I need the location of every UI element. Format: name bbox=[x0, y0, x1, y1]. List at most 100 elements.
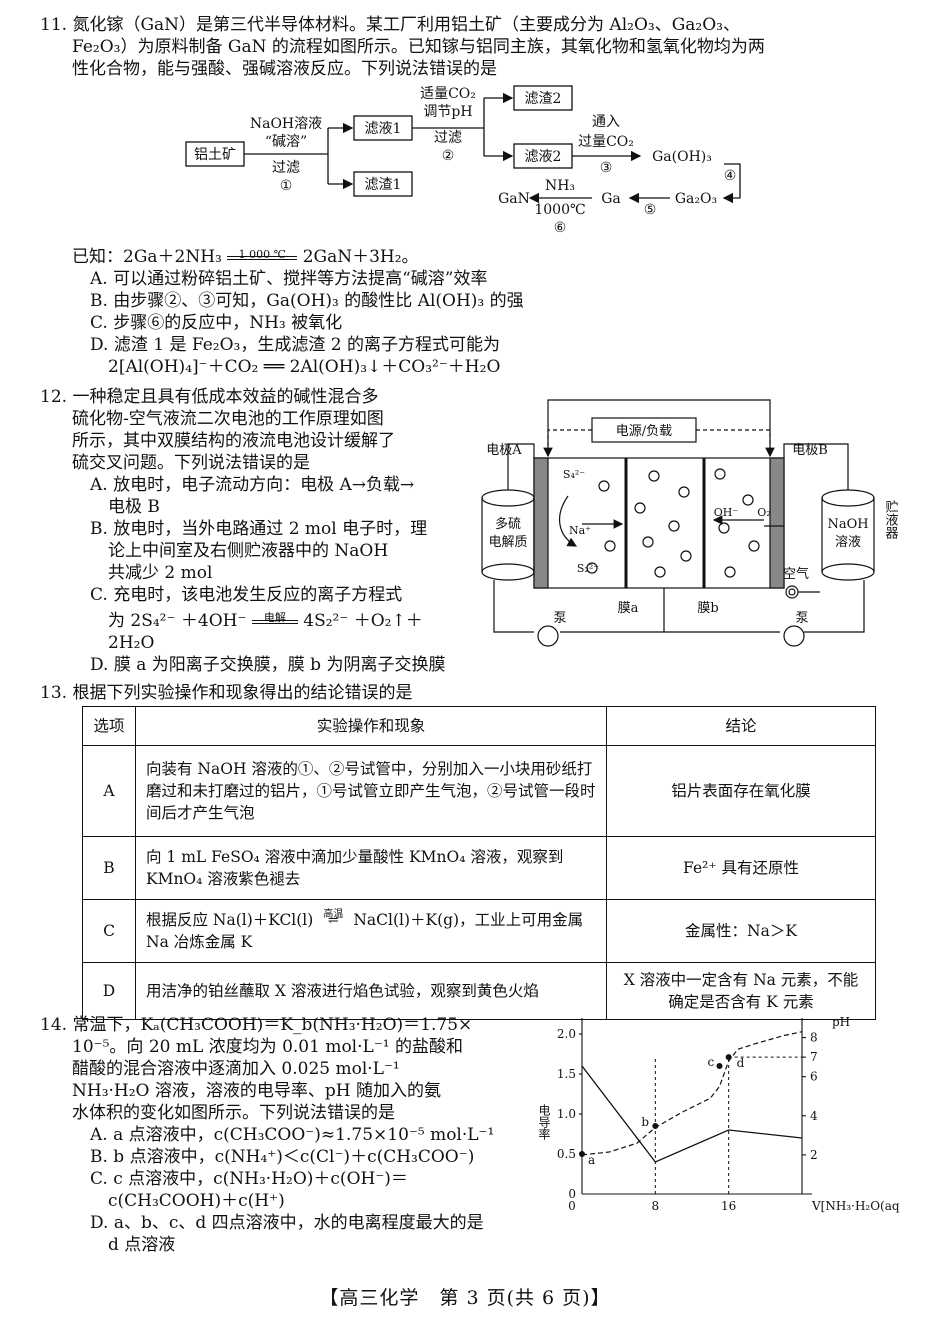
q12-option-d[interactable]: D. 膜 a 为阳离子交换膜，膜 b 为阴离子交换膜 bbox=[90, 655, 446, 675]
q12-stem-3: 所示，其中双膜结构的液流电池设计缓解了 bbox=[72, 431, 395, 451]
diag-oh: OH⁻ bbox=[714, 506, 739, 519]
q11-flow-diagram: 铝土矿 NaOH溶液 “碱溶” 过滤 ① 滤液1 滤渣1 适量CO₂ 调节pH … bbox=[185, 85, 741, 234]
y-right-tick-label: 4 bbox=[810, 1109, 818, 1123]
diag-mem-b: 膜b bbox=[697, 601, 718, 616]
diag-air: 空气 bbox=[783, 566, 809, 582]
q11-stem-3: 性化合物，能与强酸、强碱溶液反应。下列说法错误的是 bbox=[72, 59, 497, 79]
row-a-option: A bbox=[82, 745, 136, 837]
q12-option-c[interactable]: C. 充电时，该电池发生反应的离子方程式 bbox=[90, 585, 403, 605]
q14-stem-4: NH₃·H₂O 溶液，溶液的电导率、pH 随加入的氨 bbox=[72, 1081, 442, 1101]
row-d-operation: 用洁净的铂丝蘸取 X 溶液进行焰色试验，观察到黄色火焰 bbox=[135, 962, 607, 1020]
diag-right-tank-1: NaOH bbox=[827, 517, 868, 532]
q14-stem-5: 水体积的变化如图所示。下列说法错误的是 bbox=[72, 1103, 395, 1123]
q14-option-b[interactable]: B. b 点溶液中，c(NH₄⁺)＜c(Cl⁻)＋c(CH₃COO⁻) bbox=[90, 1147, 475, 1167]
row-d-conclusion: X 溶液中一定含有 Na 元素，不能确定是否含有 K 元素 bbox=[606, 962, 876, 1020]
y-left-tick-label: 1.0 bbox=[557, 1107, 576, 1121]
y-left-tick-label: 0 bbox=[568, 1187, 576, 1201]
diag-tank-label: 贮液器 bbox=[883, 500, 899, 540]
q11-option-c[interactable]: C. 步骤⑥的反应中，NH₃ 被氧化 bbox=[90, 313, 343, 333]
page-footer: 【高三化学 第 3 页(共 6 页)】 bbox=[319, 1287, 611, 1309]
flow-product3: Ga(OH)₃ bbox=[652, 149, 712, 165]
row-b-operation: 向 1 mL FeSO₄ 溶液中滴加少量酸性 KMnO₄ 溶液，观察到 KMnO… bbox=[135, 836, 607, 900]
q12-option-c-eq: 为 2S₄²⁻ ＋4OH⁻ 电解 4S₂²⁻ ＋O₂↑＋ bbox=[40, 610, 480, 632]
flow-filtrate2: 滤液2 bbox=[525, 149, 562, 165]
flow-mark4: ④ bbox=[724, 168, 737, 184]
y-left-tick-label: 0.5 bbox=[557, 1147, 576, 1161]
flow-product4: Ga₂O₃ bbox=[675, 191, 717, 207]
known-left: 已知：2Ga＋2NH₃ bbox=[72, 247, 222, 267]
y-left-tick-label: 2.0 bbox=[557, 1027, 576, 1041]
flow-step2: 过滤 bbox=[434, 130, 462, 146]
diag-mem-a: 膜a bbox=[618, 601, 639, 616]
x-axis-label: V[NH₃·H₂O(aq)]/mL bbox=[811, 1199, 900, 1213]
table-row: C 根据反应 Na(l)＋KCl(l)高温⇌NaCl(l)＋K(g)，工业上可用… bbox=[82, 899, 876, 963]
y-right-tick-label: 7 bbox=[810, 1050, 818, 1064]
q11-option-d-eq: 2[Al(OH)₄]⁻＋CO₂ ══ 2Al(OH)₃↓＋CO₃²⁻＋H₂O bbox=[108, 357, 501, 377]
q12-option-b[interactable]: B. 放电时，当外电路通过 2 mol 电子时，理 bbox=[90, 519, 428, 539]
flow-reagent1b: “碱溶” bbox=[265, 134, 307, 150]
diag-pump-left: 泵 bbox=[553, 611, 566, 626]
q11-stem-2: Fe₂O₃）为原料制备 GaN 的流程如图所示。已知镓与铝同主族，其氧化物和氢氧… bbox=[72, 37, 765, 57]
point-label-c: c bbox=[708, 1055, 715, 1069]
q12-option-b-3: 共减少 2 mol bbox=[108, 563, 213, 583]
table-row: B 向 1 mL FeSO₄ 溶液中滴加少量酸性 KMnO₄ 溶液，观察到 KM… bbox=[82, 836, 876, 900]
th-operation: 实验操作和现象 bbox=[135, 706, 607, 746]
q11-option-a[interactable]: A. 可以通过粉碎铝土矿、搅拌等方法提高“碱溶”效率 bbox=[90, 269, 488, 289]
q14-stem-1: 14. 常温下，Kₐ(CH₃COOH)＝K_b(NH₃·H₂O)＝1.75× bbox=[40, 1015, 473, 1035]
q14-stem-3: 醋酸的混合溶液中逐滴加入 0.025 mol·L⁻¹ bbox=[72, 1059, 400, 1079]
q12-stem-1: 12. 一种稳定且具有低成本效益的碱性混合多 bbox=[40, 387, 379, 407]
point-b bbox=[652, 1123, 659, 1129]
q14-option-c-2: c(CH₃COOH)＋c(H⁺) bbox=[108, 1191, 285, 1211]
flow-reagent6: NH₃ bbox=[545, 178, 575, 194]
row-d-option: D bbox=[82, 962, 136, 1020]
flow-reagent2b: 调节pH bbox=[423, 104, 472, 120]
q11-option-b[interactable]: B. 由步骤②、③可知，Ga(OH)₃ 的酸性比 Al(OH)₃ 的强 bbox=[90, 291, 524, 311]
flow-reagent1: NaOH溶液 bbox=[250, 116, 322, 132]
y-left-tick-label: 1.5 bbox=[557, 1067, 576, 1081]
q12-battery-diagram: 电源/负载 电极A 电极B 多硫 电解质 NaOH 溶液 贮液器 S₄²⁻ Na… bbox=[481, 399, 899, 647]
q11-option-d[interactable]: D. 滤渣 1 是 Fe₂O₃，生成滤渣 2 的离子方程式可能为 bbox=[90, 335, 500, 355]
c-eq-left: 为 2S₄²⁻ ＋4OH⁻ bbox=[108, 611, 247, 631]
q12-stem-4: 硫交叉问题。下列说法错误的是 bbox=[72, 453, 310, 473]
row-c-operation: 根据反应 Na(l)＋KCl(l)高温⇌NaCl(l)＋K(g)，工业上可用金属… bbox=[135, 899, 607, 963]
question-11: 11. 氮化镓（GaN）是第三代半导体材料。某工厂利用铝土矿（主要成分为 Al₂… bbox=[40, 14, 900, 80]
q13-table: 选项 实验操作和现象 结论 A 向装有 NaOH 溶液的①、②号试管中，分别加入… bbox=[82, 706, 876, 1020]
diag-electrode-b: 电极B bbox=[792, 443, 828, 458]
flow-filtrate1: 滤液1 bbox=[365, 121, 402, 137]
diag-pump-right: 泵 bbox=[795, 611, 808, 626]
q14-option-c[interactable]: C. c 点溶液中，c(NH₃·H₂O)＋c(OH⁻)＝ bbox=[90, 1169, 408, 1189]
row-c-op-left: 根据反应 Na(l)＋KCl(l) bbox=[146, 911, 314, 929]
table-row: D 用洁净的铂丝蘸取 X 溶液进行焰色试验，观察到黄色火焰 X 溶液中一定含有 … bbox=[82, 962, 876, 1020]
q11-stem-1: 11. 氮化镓（GaN）是第三代半导体材料。某工厂利用铝土矿（主要成分为 Al₂… bbox=[40, 15, 740, 35]
flow-mark5: ⑤ bbox=[644, 202, 657, 218]
flow-product5: Ga bbox=[601, 191, 621, 207]
point-label-a: a bbox=[588, 1153, 595, 1167]
flow-mark6: ⑥ bbox=[554, 220, 567, 234]
y-right-tick-label: 2 bbox=[810, 1148, 818, 1162]
flow-residue2: 滤渣2 bbox=[525, 91, 562, 107]
q14-option-d[interactable]: D. a、b、c、d 四点溶液中，水的电离程度最大的是 bbox=[90, 1213, 484, 1233]
q14-stem-2: 10⁻⁵。向 20 mL 浓度均为 0.01 mol·L⁻¹ 的盐酸和 bbox=[72, 1037, 464, 1057]
diag-s4: S₄²⁻ bbox=[563, 468, 585, 481]
q12-stem-2: 硫化物-空气液流二次电池的工作原理如图 bbox=[72, 409, 384, 429]
y-left-label: 电导率 bbox=[537, 1104, 551, 1140]
q14-option-d-2: d 点溶液 bbox=[108, 1235, 176, 1255]
table-row: A 向装有 NaOH 溶液的①、②号试管中，分别加入一小块用砂纸打磨过和未打磨过… bbox=[82, 745, 876, 837]
row-c-op-right: NaCl(l)＋K(g)，工业上可用金属 Na 冶炼金属 K bbox=[146, 911, 584, 951]
conductivity-line bbox=[581, 1065, 803, 1163]
q13-stem: 13. 根据下列实验操作和现象得出的结论错误的是 bbox=[40, 683, 413, 703]
th-conclusion: 结论 bbox=[606, 706, 876, 746]
row-c-op-cond: 高温 bbox=[323, 909, 344, 920]
y-right-label: pH bbox=[832, 1015, 850, 1029]
flow-mark3: ③ bbox=[600, 160, 613, 176]
diag-power: 电源/负载 bbox=[616, 424, 672, 439]
row-a-conclusion: 铝片表面存在氧化膜 bbox=[606, 745, 876, 837]
row-a-operation: 向装有 NaOH 溶液的①、②号试管中，分别加入一小块用砂纸打磨过和未打磨过的铝… bbox=[135, 745, 607, 837]
diag-electrode-a: 电极A bbox=[486, 443, 522, 458]
ph-line bbox=[581, 1031, 803, 1156]
q11-known: 已知：2Ga＋2NH₃ 1 000 ℃ 2GaN＋3H₂。 bbox=[40, 246, 900, 268]
q12-option-a[interactable]: A. 放电时，电子流动方向：电极 A→负载→ bbox=[90, 475, 415, 495]
point-label-d: d bbox=[737, 1056, 745, 1070]
q14-option-a[interactable]: A. a 点溶液中，c(CH₃COO⁻)≈1.75×10⁻⁵ mol·L⁻¹ bbox=[90, 1125, 495, 1145]
